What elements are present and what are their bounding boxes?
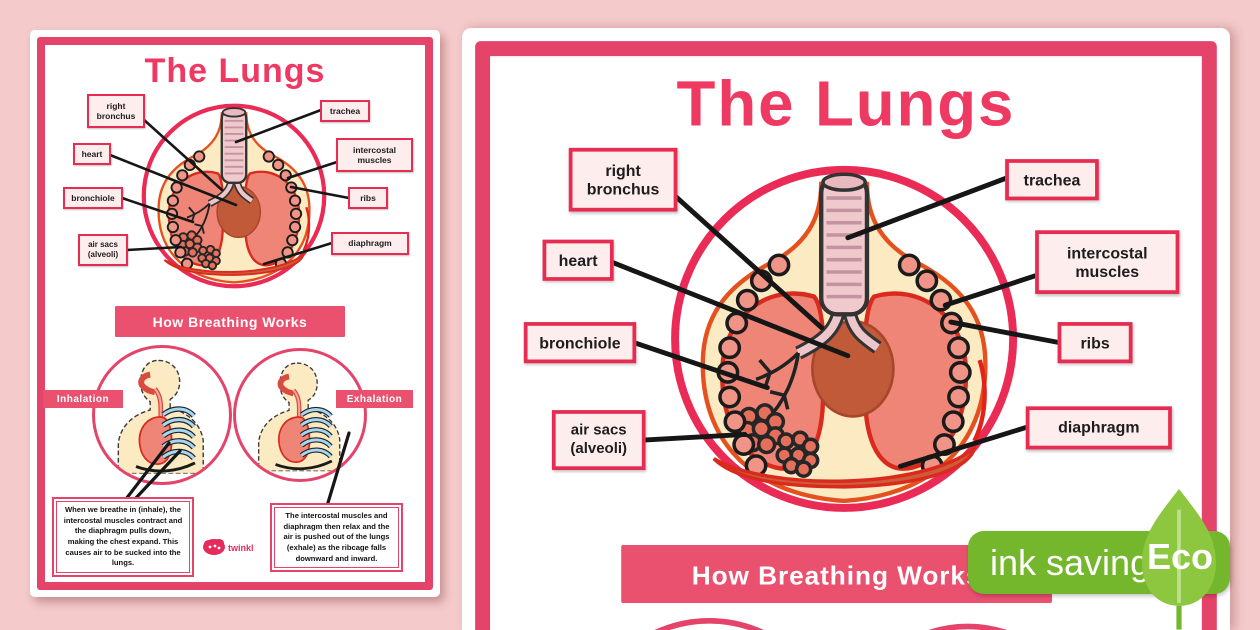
label-heart: heart: [542, 239, 614, 281]
twinkl-logo: twinkl: [201, 532, 267, 562]
label-ribs: ribs: [348, 187, 388, 209]
exhalation-text: The intercostal muscles and diaphragm th…: [274, 507, 399, 569]
label-right-bronchus: right bronchus: [87, 94, 145, 128]
label-text: intercostal muscles: [353, 144, 396, 165]
label-text: bronchiole: [71, 192, 115, 203]
label-text: air sacs (alveoli): [87, 240, 119, 259]
label-text: right bronchus: [586, 160, 660, 199]
inhalation-text: When we breathe in (inhale), the interco…: [56, 501, 190, 573]
eco-label: Eco: [1146, 536, 1214, 577]
label-trachea: trachea: [1005, 159, 1099, 201]
label-ribs: ribs: [1057, 322, 1133, 364]
label-air-sacs: air sacs (alveoli): [551, 410, 646, 471]
label-right-bronchus: right bronchus: [568, 147, 678, 212]
poster-thumbnail[interactable]: The Lungs rig: [30, 30, 440, 597]
label-text: air sacs (alveoli): [570, 422, 628, 457]
lungs-diagram-illustration: [668, 163, 1020, 515]
label-intercostal-muscles: intercostal muscles: [1035, 230, 1180, 294]
exhalation-textbox: The intercostal muscles and diaphragm th…: [270, 503, 403, 573]
label-text: heart: [81, 148, 103, 159]
label-text: trachea: [329, 105, 361, 116]
lungs-poster-page: The Lungs rig: [30, 30, 440, 597]
label-text: heart: [558, 250, 598, 270]
section-banner: How Breathing Works: [115, 306, 345, 337]
lungs-diagram-illustration: [140, 102, 328, 290]
label-text: ribs: [360, 192, 376, 203]
poster-zoom-preview[interactable]: The Lungs rig: [462, 28, 1230, 630]
eco-leaf-icon: [1142, 488, 1216, 630]
exhalation-tag: Exhalation: [336, 390, 413, 408]
label-heart: heart: [73, 143, 111, 165]
inhalation-circle: [92, 345, 232, 485]
label-text: ribs: [1080, 333, 1110, 352]
poster-title: The Lungs: [676, 69, 1016, 141]
twinkl-logo-icon: twinkl: [203, 539, 254, 555]
label-intercostal-muscles: intercostal muscles: [336, 138, 413, 172]
label-diaphragm: diaphragm: [331, 232, 409, 255]
label-text: bronchiole: [539, 333, 621, 352]
poster-title: The Lungs: [144, 52, 326, 90]
inhalation-person-illustration: [103, 353, 221, 476]
inhalation-tag: Inhalation: [43, 390, 123, 408]
ink-saving-label: ink saving: [990, 541, 1151, 583]
label-trachea: trachea: [320, 100, 370, 122]
inhalation-textbox: When we breathe in (inhale), the interco…: [52, 497, 194, 577]
label-text: diaphragm: [348, 238, 392, 249]
exhalation-person-illustration: [244, 356, 357, 474]
svg-text:twinkl: twinkl: [228, 543, 254, 553]
label-text: trachea: [1023, 170, 1081, 189]
poster-frame: [475, 41, 1217, 630]
exhalation-circle: [233, 348, 367, 482]
label-bronchiole: bronchiole: [523, 322, 637, 364]
poster-frame: [37, 37, 433, 590]
label-air-sacs: air sacs (alveoli): [78, 234, 128, 266]
label-text: right bronchus: [96, 100, 136, 121]
label-bronchiole: bronchiole: [63, 187, 123, 209]
label-text: diaphragm: [1058, 418, 1140, 438]
lungs-poster-page: The Lungs rig: [462, 28, 1230, 630]
label-text: intercostal muscles: [1066, 243, 1148, 281]
label-diaphragm: diaphragm: [1025, 406, 1172, 450]
